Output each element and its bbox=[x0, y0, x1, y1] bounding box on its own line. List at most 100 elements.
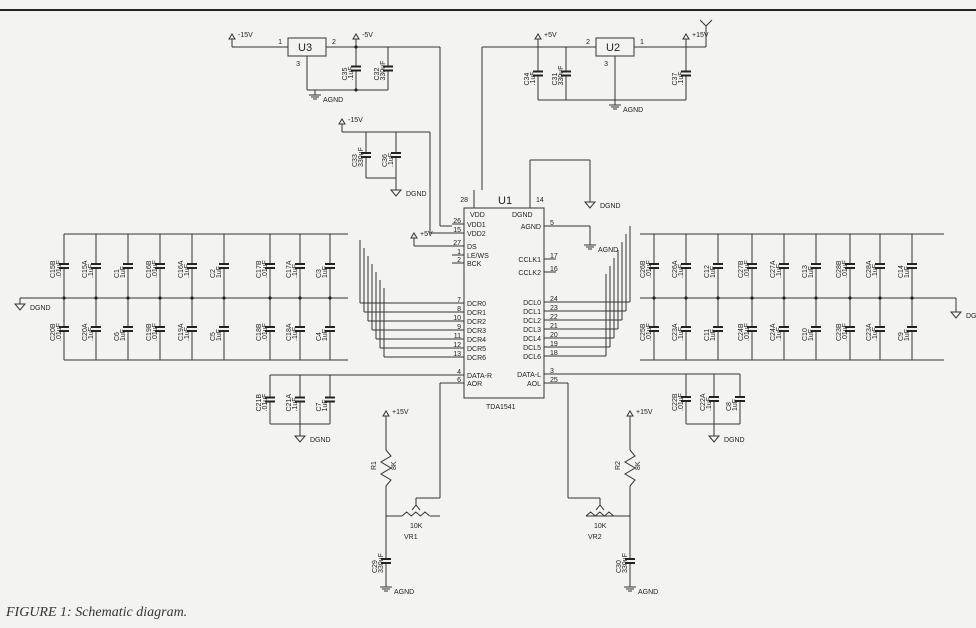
pin-name: DATA-R bbox=[467, 373, 492, 380]
pin-name: DGND bbox=[512, 212, 533, 219]
pin-number: 17 bbox=[550, 253, 558, 260]
pin-number: 2 bbox=[332, 39, 336, 46]
resistor bbox=[624, 449, 636, 487]
capacitor-value: 330uF bbox=[380, 61, 387, 81]
junction-dot bbox=[910, 296, 914, 300]
capacitor-value: .01uF bbox=[646, 260, 653, 278]
wire bbox=[699, 19, 707, 27]
capacitor-ref: C17B bbox=[256, 260, 263, 278]
capacitor-ref: C17A bbox=[286, 260, 293, 278]
capacitor-value: .1uF bbox=[530, 71, 537, 85]
pin-name: DCL4 bbox=[523, 336, 541, 343]
capacitor-value: .1uF bbox=[388, 153, 395, 167]
capacitor-ref: C34 bbox=[524, 73, 531, 86]
pin-name: VDD bbox=[470, 212, 485, 219]
capacitor-ref: C37 bbox=[672, 73, 679, 86]
capacitor-ref: C11 bbox=[704, 329, 711, 341]
capacitor-ref: C28A bbox=[866, 260, 873, 278]
capacitor-ref: C31 bbox=[552, 73, 559, 86]
junction-dot bbox=[268, 296, 272, 300]
capacitor-ref: C18B bbox=[256, 323, 263, 341]
pin-number: 19 bbox=[550, 341, 558, 348]
pot-ref: VR1 bbox=[404, 534, 418, 541]
junction-dot bbox=[190, 296, 194, 300]
pin-name: DATA-L bbox=[517, 372, 541, 379]
capacitor-ref: C6 bbox=[114, 332, 121, 341]
capacitor-ref: C33 bbox=[352, 154, 359, 167]
capacitor-value: 1uF bbox=[904, 266, 911, 278]
supply-arrow-icon bbox=[338, 118, 346, 125]
capacitor-value: .01uF bbox=[152, 260, 159, 278]
capacitor-value: .1uF bbox=[88, 327, 95, 341]
ground-label: DGND bbox=[724, 437, 745, 444]
capacitor-value: .01uF bbox=[262, 394, 269, 412]
supply-label: +15V bbox=[636, 409, 653, 416]
pin-number: 12 bbox=[453, 342, 461, 349]
capacitor-value: .1uF bbox=[706, 397, 713, 411]
supply-arrow-icon bbox=[228, 33, 236, 40]
capacitor-ref: C15B bbox=[50, 260, 57, 278]
capacitor-ref: C16A bbox=[178, 260, 185, 278]
junction-dot bbox=[814, 296, 818, 300]
junction-dot bbox=[750, 296, 754, 300]
capacitor-value: 1uF bbox=[322, 266, 329, 278]
pin-name: DCR4 bbox=[467, 337, 486, 344]
capacitor-value: 1uF bbox=[710, 329, 717, 341]
junction-dot bbox=[716, 296, 720, 300]
capacitor-value: 1uF bbox=[322, 399, 329, 411]
capacitor-ref: C7 bbox=[316, 402, 323, 411]
pin-name: DCR0 bbox=[467, 301, 486, 308]
capacitor-value: .01uF bbox=[842, 260, 849, 278]
supply-arrow-icon bbox=[410, 232, 418, 239]
wiper-arrow-icon bbox=[595, 504, 601, 511]
capacitor-ref: C22B bbox=[672, 393, 679, 411]
pin-number: 14 bbox=[536, 197, 544, 204]
pin-number: 23 bbox=[550, 305, 558, 312]
junction-dot bbox=[298, 296, 302, 300]
pin-number: 5 bbox=[550, 220, 554, 227]
pin-number: 4 bbox=[457, 369, 461, 376]
capacitor-ref: C3 bbox=[316, 269, 323, 278]
resistor-value: 8K bbox=[635, 461, 642, 470]
ground-symbol bbox=[583, 201, 597, 209]
capacitor-ref: C21B bbox=[256, 394, 263, 412]
pin-name: AGND bbox=[521, 224, 541, 231]
capacitor-value: .1uF bbox=[292, 397, 299, 411]
pin-name: DCR2 bbox=[467, 319, 486, 326]
pin-number: 8 bbox=[457, 306, 461, 313]
supply-label: -15V bbox=[238, 32, 253, 39]
capacitor-value: 330uF bbox=[378, 553, 385, 573]
capacitor-ref: C36 bbox=[382, 154, 389, 167]
ground-label: AGND bbox=[394, 589, 414, 596]
capacitor-ref: C20A bbox=[82, 323, 89, 341]
ground-symbol bbox=[293, 435, 307, 443]
capacitor-value: .01uF bbox=[262, 323, 269, 341]
capacitor-ref: C20B bbox=[50, 323, 57, 341]
junction-dot bbox=[354, 88, 358, 92]
capacitor-value: 1uF bbox=[808, 329, 815, 341]
pin-number: 1 bbox=[640, 39, 644, 46]
pin-number: 27 bbox=[453, 240, 461, 247]
ground-symbol bbox=[13, 303, 27, 311]
junction-dot bbox=[782, 296, 786, 300]
ground-label: DGND bbox=[600, 203, 621, 210]
capacitor-ref: C14 bbox=[898, 265, 905, 278]
pin-number: 9 bbox=[457, 324, 461, 331]
capacitor-value: .1uF bbox=[88, 264, 95, 278]
capacitor-ref: C26A bbox=[672, 260, 679, 278]
pin-name: DCL2 bbox=[523, 318, 541, 325]
resistor-value: 8K bbox=[391, 461, 398, 470]
pin-number: 22 bbox=[550, 314, 558, 321]
capacitor-value: 330uF bbox=[622, 553, 629, 573]
capacitor-ref: C2 bbox=[210, 269, 217, 278]
pin-number: 2 bbox=[586, 39, 590, 46]
capacitor-ref: C5 bbox=[210, 332, 217, 341]
capacitor-ref: C27B bbox=[738, 260, 745, 278]
capacitor-value: .01uF bbox=[152, 323, 159, 341]
pot-value: 10K bbox=[410, 523, 423, 530]
pin-name: DCL5 bbox=[523, 345, 541, 352]
supply-label: -15V bbox=[348, 117, 363, 124]
capacitor-value: .01uF bbox=[56, 323, 63, 341]
regulator-ref: U2 bbox=[606, 42, 620, 54]
ground-symbol bbox=[707, 435, 721, 443]
